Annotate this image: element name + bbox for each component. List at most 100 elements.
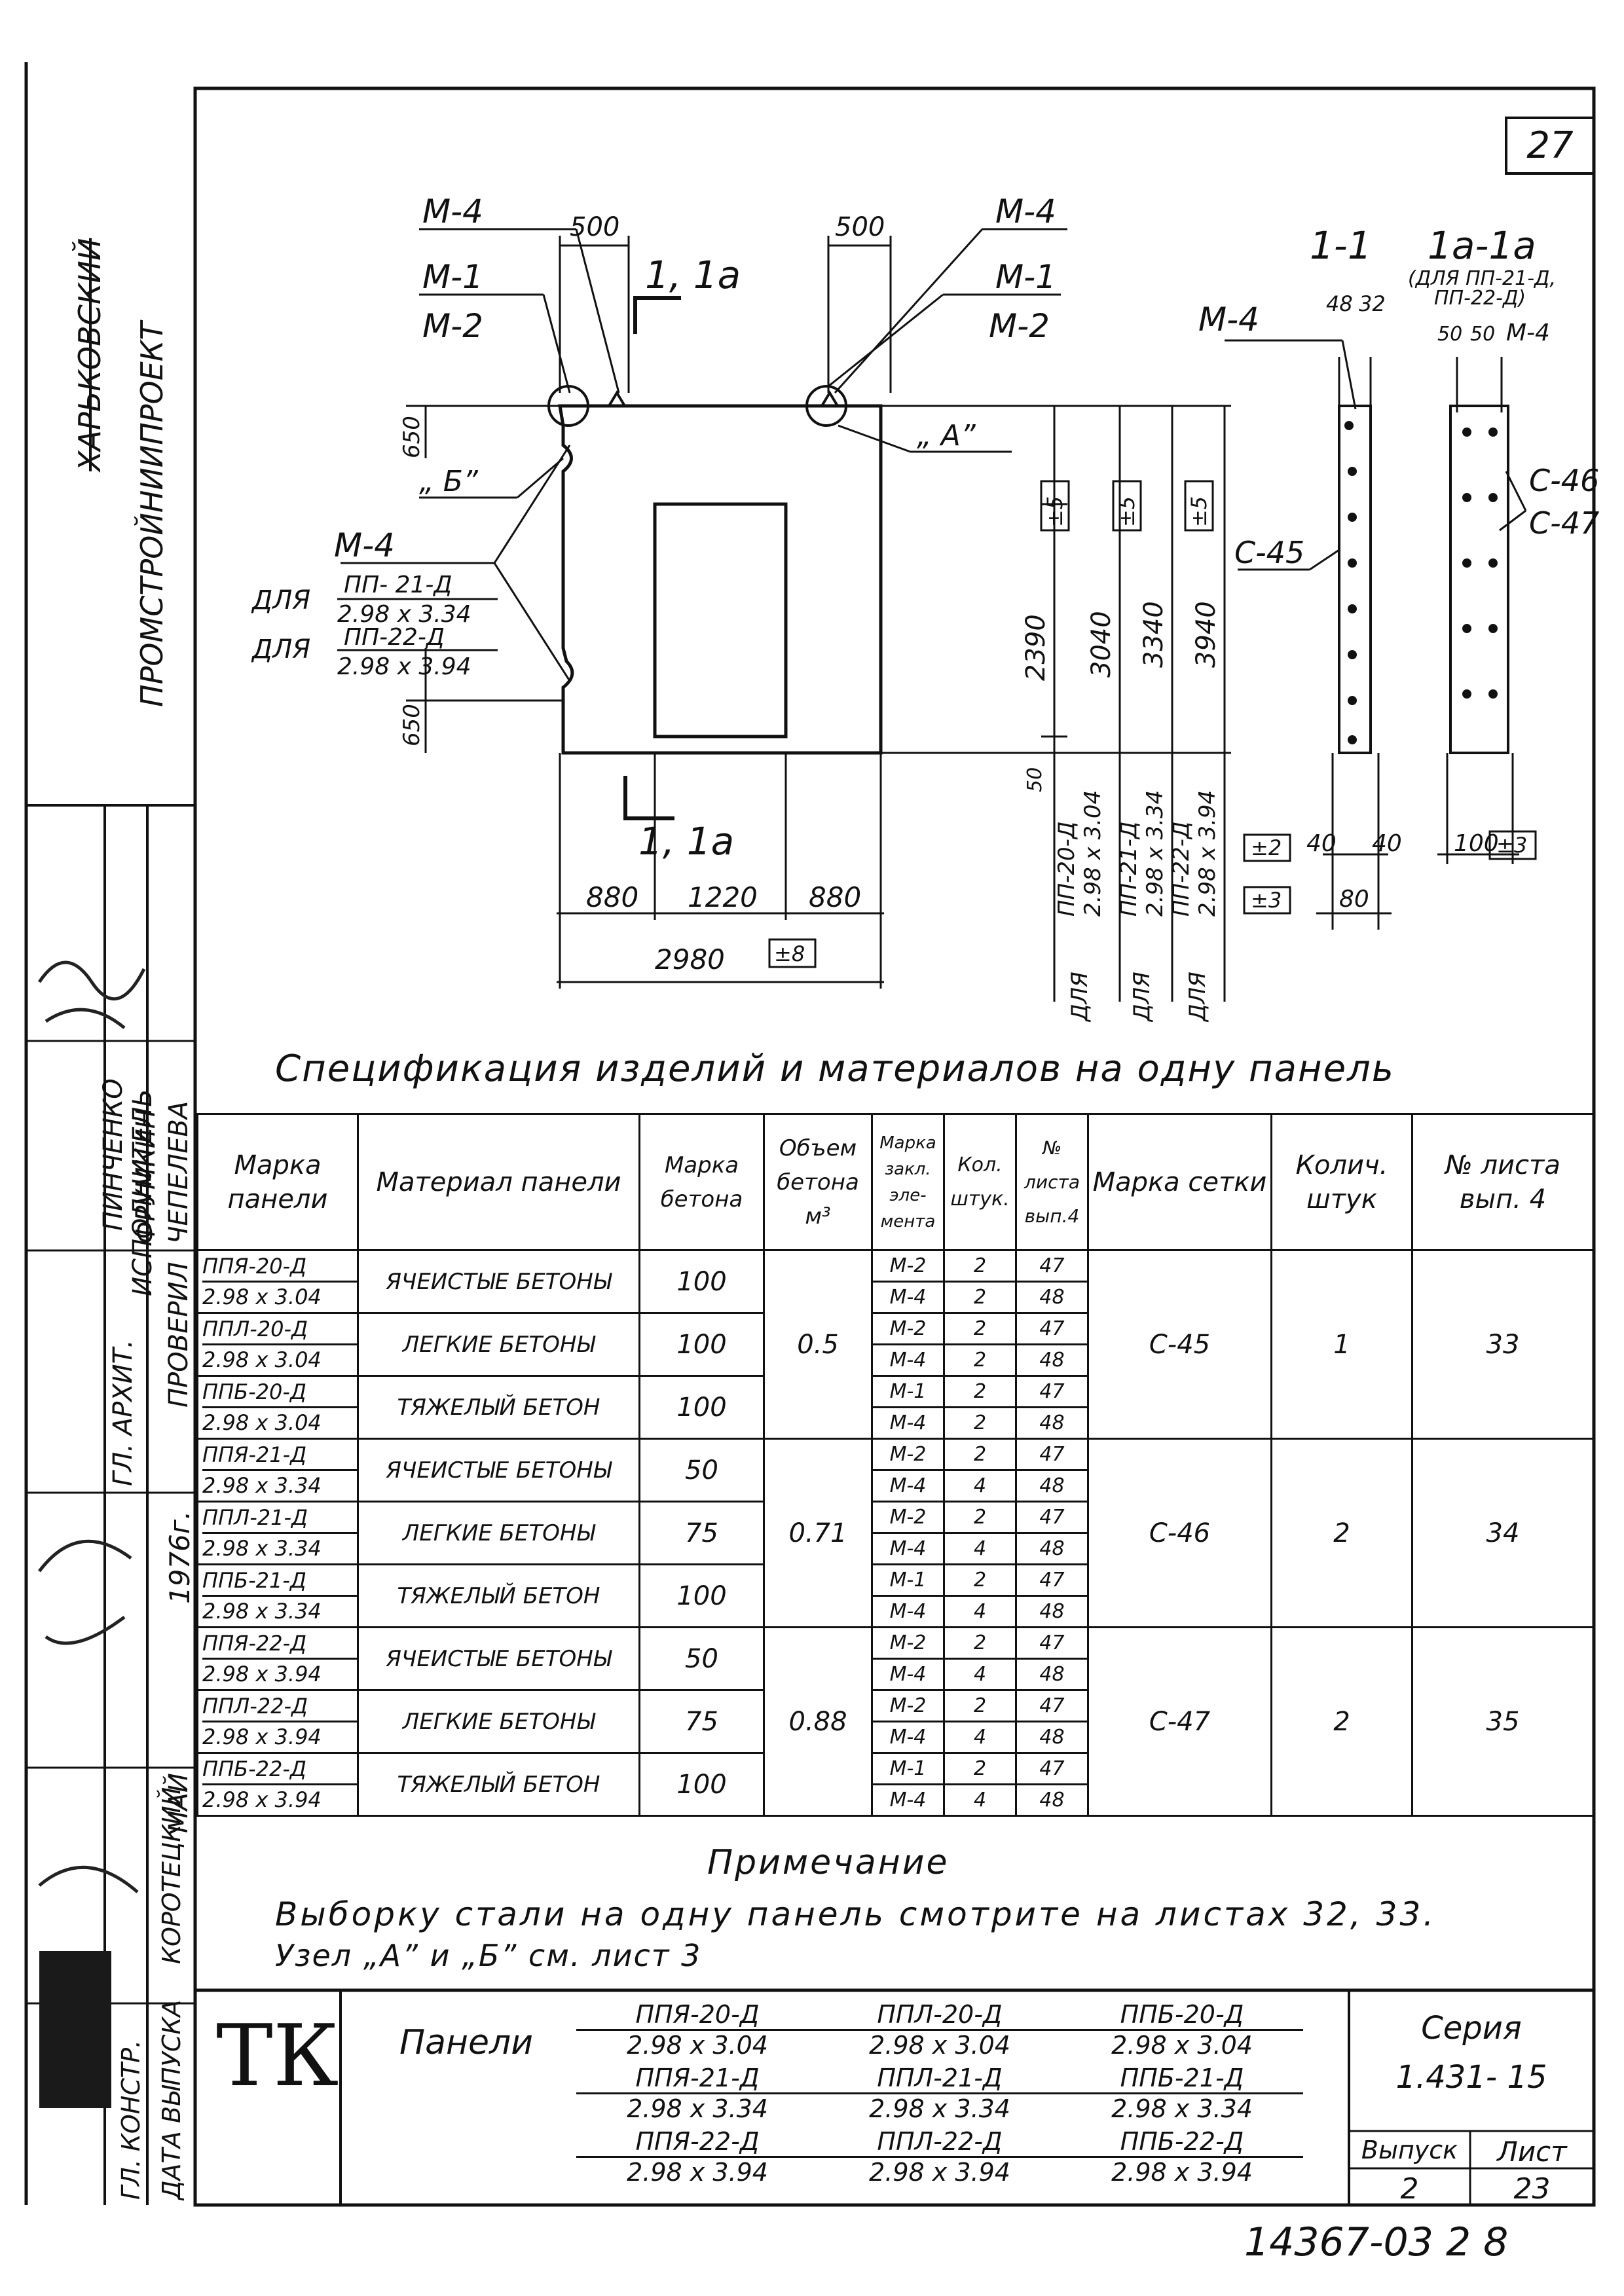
section-mark-top: 1, 1а: [645, 253, 741, 297]
label-m4-sec2: М-4: [1506, 319, 1550, 346]
element-sheet: 47: [1015, 1375, 1089, 1408]
title-panel-size: 2.98 х 3.04: [627, 2031, 768, 2060]
tol-3-a: ±3: [1251, 888, 1282, 913]
tol-5-b: ±5: [1115, 496, 1139, 527]
title-panel-size: 2.98 х 3.34: [627, 2094, 768, 2123]
note-line-2: Узел „А” и „Б” см. лист 3: [275, 1938, 702, 1973]
dim-2980: 2980: [655, 943, 725, 975]
element-qty: 2: [943, 1563, 1017, 1597]
element-sheet: 48: [1015, 1595, 1089, 1628]
element-mark: М-4: [871, 1281, 945, 1314]
header-panel-mark: Марка панели: [196, 1113, 359, 1251]
series-label: Серия: [1421, 2010, 1522, 2047]
element-mark: М-1: [871, 1752, 945, 1785]
element-sheet: 47: [1015, 1689, 1089, 1722]
vert-for-3: ДЛЯ: [1185, 972, 1211, 1023]
element-sheet: 48: [1015, 1783, 1089, 1817]
label-m2-left: М-2: [422, 307, 483, 345]
label-m1-right: М-1: [995, 258, 1056, 296]
stamp-role-3: ПРОВЕРИЛ: [164, 1262, 194, 1408]
tol-2: ±2: [1251, 835, 1282, 860]
concrete-volume: 0.71: [763, 1438, 873, 1628]
panel-size: 2.98 х 3.94: [202, 1787, 322, 1812]
tol-8: ±8: [774, 941, 805, 966]
header-mesh-qty: Колич. штук: [1270, 1113, 1413, 1251]
element-qty: 4: [943, 1783, 1017, 1817]
element-mark: М-1: [871, 1563, 945, 1597]
title-panel-mark: ППЯ-20-Д: [576, 2000, 819, 2031]
vert-pp20-size: 2.98 х 3.04: [1080, 790, 1106, 917]
panel-material: ТЯЖЕЛЫЙ БЕТОН: [357, 1375, 640, 1440]
element-qty: 4: [943, 1721, 1017, 1754]
dim-50: 50: [1024, 767, 1046, 792]
panel-material: ЯЧЕИСТЫЕ БЕТОНЫ: [357, 1249, 640, 1314]
panel-size: 2.98 х 3.94: [202, 1662, 322, 1686]
element-mark: М-4: [871, 1783, 945, 1817]
element-mark: М-2: [871, 1689, 945, 1722]
element-qty: 2: [943, 1689, 1017, 1722]
dim-3940: 3940: [1191, 601, 1221, 668]
title-panel-size: 2.98 х 3.94: [869, 2158, 1010, 2187]
panel-material: ЛЕГКИЕ БЕТОНЫ: [357, 1501, 640, 1565]
element-mark: М-4: [871, 1532, 945, 1565]
stamp-year: 1976г.: [164, 1510, 196, 1604]
spec-table: Марка панели Материал панели Марка бетон…: [196, 1113, 1595, 1817]
series-value: 1.431- 15: [1395, 2059, 1547, 2096]
element-mark: М-2: [871, 1438, 945, 1471]
note-line-1: Выборку стали на одну панель смотрите на…: [275, 1895, 1437, 1933]
panel-size: 2.98 х 3.04: [202, 1285, 322, 1309]
concrete-grade: 100: [638, 1752, 765, 1817]
mesh-mark: С-46: [1087, 1438, 1272, 1628]
panel-material: ТЯЖЕЛЫЙ БЕТОН: [357, 1752, 640, 1817]
dim-40-a: 40: [1306, 830, 1337, 857]
header-mesh-sheet: № листа вып. 4: [1411, 1113, 1595, 1251]
panel-size: 2.98 х 3.94: [202, 1724, 322, 1749]
panel-size: 2.98 х 3.34: [202, 1599, 322, 1624]
concrete-grade: 75: [638, 1501, 765, 1565]
panel-size: 2.98 х 3.04: [202, 1410, 322, 1435]
vert-pp21: ПП-21-Д: [1116, 822, 1142, 917]
title-panel-mark: ППЛ-21-Д: [819, 2064, 1061, 2094]
title-panel-size: 2.98 х 3.94: [627, 2158, 768, 2187]
element-sheet: 48: [1015, 1406, 1089, 1440]
panel-material: ТЯЖЕЛЫЙ БЕТОН: [357, 1563, 640, 1628]
section-1-1-title: 1-1: [1310, 223, 1372, 268]
tol-5-a: ±5: [1043, 496, 1067, 527]
title-panel-mark: ППЛ-20-Д: [819, 2000, 1061, 2031]
mesh-mark: С-47: [1087, 1626, 1272, 1817]
header-mesh: Марка сетки: [1087, 1113, 1272, 1251]
element-qty: 4: [943, 1595, 1017, 1628]
section-1a-1a-title: 1а-1а: [1428, 223, 1536, 268]
element-qty: 2: [943, 1501, 1017, 1534]
element-sheet: 48: [1015, 1532, 1089, 1565]
element-sheet: 47: [1015, 1438, 1089, 1471]
element-mark: М-4: [871, 1658, 945, 1691]
dim-3340: 3340: [1139, 601, 1169, 668]
element-sheet: 47: [1015, 1626, 1089, 1660]
mesh-qty: 1: [1270, 1249, 1413, 1440]
element-qty: 2: [943, 1343, 1017, 1377]
panels-label: Панели: [399, 2023, 533, 2062]
element-sheet: 47: [1015, 1312, 1089, 1345]
title-panel-size: 2.98 х 3.04: [1111, 2031, 1253, 2060]
stamp-role-5: ДАТА ВЫПУСКА: [157, 1999, 186, 2200]
element-mark: М-2: [871, 1249, 945, 1283]
element-mark: М-4: [871, 1721, 945, 1754]
panel-material: ЛЕГКИЕ БЕТОНЫ: [357, 1689, 640, 1754]
